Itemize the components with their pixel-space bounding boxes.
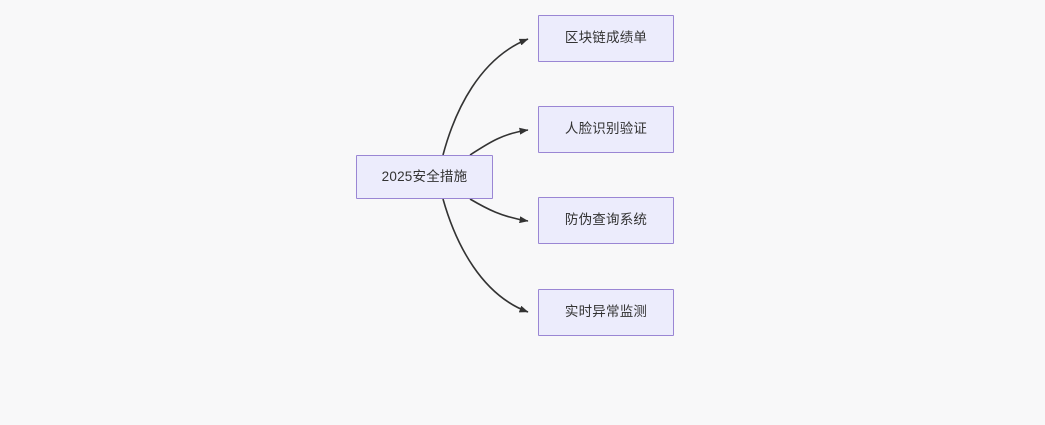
edge-root-to-leaf-2 xyxy=(469,198,529,224)
edge-root-to-leaf-0 xyxy=(442,38,529,156)
node-anti-counterfeit-query[interactable]: 防伪查询系统 xyxy=(538,197,674,244)
node-root[interactable]: 2025安全措施 xyxy=(356,155,493,199)
node-realtime-anomaly-monitor[interactable]: 实时异常监测 xyxy=(538,289,674,336)
edge-root-to-leaf-1 xyxy=(469,127,529,156)
node-leaf-3-label: 实时异常监测 xyxy=(564,304,648,320)
node-blockchain-transcript[interactable]: 区块链成绩单 xyxy=(538,15,674,62)
node-face-recognition[interactable]: 人脸识别验证 xyxy=(538,106,674,153)
edge-root-to-leaf-3 xyxy=(442,198,529,313)
node-leaf-2-label: 防伪查询系统 xyxy=(564,212,648,228)
node-leaf-0-label: 区块链成绩单 xyxy=(564,30,648,46)
node-leaf-1-label: 人脸识别验证 xyxy=(564,121,648,137)
node-root-label: 2025安全措施 xyxy=(381,168,468,184)
